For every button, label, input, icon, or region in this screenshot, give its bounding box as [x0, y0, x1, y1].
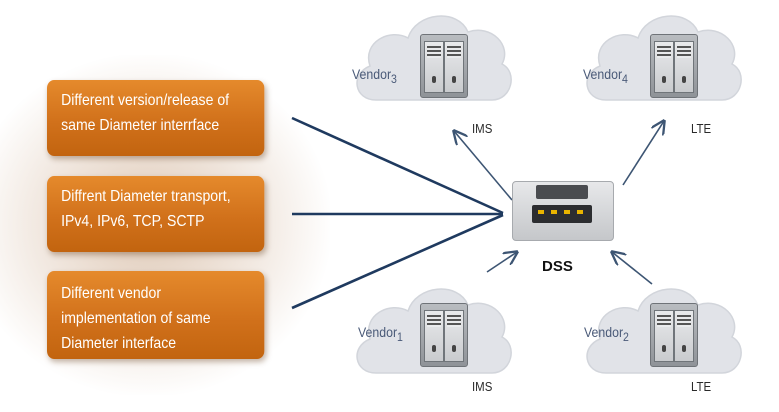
box3-line3: Diameter interface [61, 335, 177, 352]
vendor1-label: Vendor1 [358, 324, 403, 344]
vendor4-number: 4 [622, 72, 628, 86]
vendor2-label: Vendor2 [584, 324, 629, 344]
dss-label: DSS [542, 258, 573, 275]
vendor3-label: Vendor3 [352, 66, 397, 86]
box3-line1: Different vendor [61, 285, 162, 302]
line-box1-dss [291, 116, 504, 215]
vendor3-name: Vendor [352, 66, 392, 82]
vendor2-name: Vendor [584, 324, 624, 340]
vendor3-type: IMS [472, 121, 493, 136]
vendor4-type: LTE [691, 121, 712, 136]
arrow-dss-to-vendor4 [622, 121, 664, 186]
server-icon [650, 303, 698, 367]
vendor1-number: 1 [397, 330, 403, 344]
scenario-box-transport: Diffrent Diameter transport, IPv4, IPv6,… [47, 176, 265, 252]
server-icon [420, 34, 468, 98]
box3-line2: implementation of same [61, 310, 211, 327]
vendor2-type: LTE [691, 379, 712, 394]
scenario-box-version: Different version/release of same Diamet… [47, 80, 265, 156]
box2-line2: IPv4, IPv6, TCP, SCTP [61, 213, 205, 230]
arrow-vendor2-to-dss [612, 252, 653, 285]
vendor1-name: Vendor [358, 324, 398, 340]
cloud-vendor1 [346, 275, 518, 395]
cloud-vendor2 [576, 275, 748, 395]
box2-line1: Diffrent Diameter transport, [61, 188, 231, 205]
box1-line1: Different version/release of [61, 92, 230, 109]
cloud-vendor3 [346, 2, 518, 122]
scenario-box-vendor: Different vendor implementation of same … [47, 271, 265, 359]
server-icon [420, 303, 468, 367]
arrow-vendor1-to-dss [486, 252, 517, 273]
arrow-dss-to-vendor3 [454, 131, 513, 201]
box1-line2: same Diameter interrface [61, 117, 220, 134]
vendor1-type: IMS [472, 379, 493, 394]
vendor3-number: 3 [391, 72, 397, 86]
cloud-vendor4 [576, 2, 748, 122]
vendor2-number: 2 [623, 330, 629, 344]
server-icon [650, 34, 698, 98]
line-box3-dss [291, 213, 504, 310]
dss-device-icon [512, 181, 614, 243]
vendor4-label: Vendor4 [583, 66, 628, 86]
vendor4-name: Vendor [583, 66, 623, 82]
